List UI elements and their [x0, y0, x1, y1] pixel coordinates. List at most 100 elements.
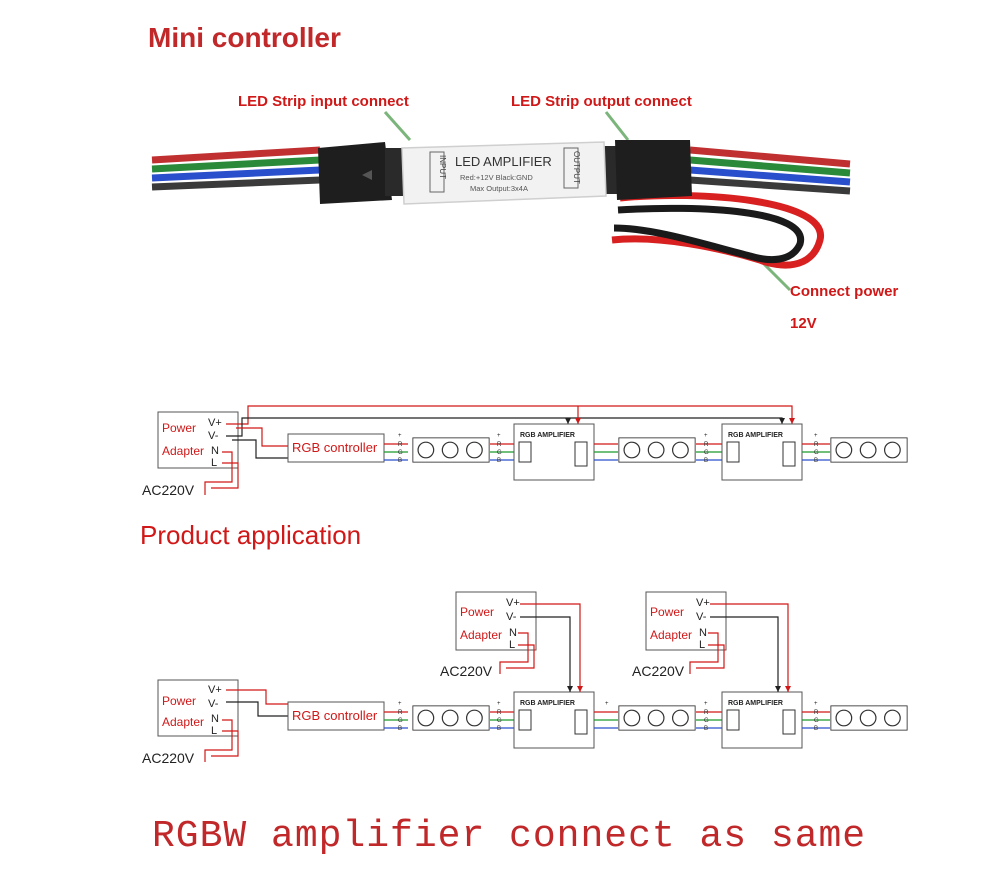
terminal-vplus: V+	[208, 417, 222, 429]
led-strip-segment-6	[830, 705, 908, 731]
channel-plus: +	[814, 701, 818, 707]
terminal-n: N	[211, 445, 219, 457]
controller2-output-wires: + R G B	[384, 701, 408, 732]
channel-plus: +	[605, 701, 609, 707]
amp2-to-strip-wires: + R G B	[802, 433, 830, 464]
power-adapter-label-2: Adapter	[162, 444, 204, 458]
device-spec-line1: Red:+12V Black:GND	[460, 173, 533, 182]
wiring-diagram-multi-supply: Power Adapter V+ V- N L AC220V RGB contr…	[142, 591, 908, 766]
controller-output-wires: + R G B	[384, 433, 408, 464]
terminal-l: L	[509, 639, 515, 651]
terminal-vminus: V-	[208, 698, 219, 710]
terminal-n: N	[211, 713, 219, 725]
main-power-adapter-label-2: Adapter	[162, 715, 204, 729]
amp4-power-adapter-label-1: Power	[650, 605, 684, 619]
terminal-n: N	[699, 627, 707, 639]
input-ribbon-cable	[151, 146, 321, 191]
output-connector	[600, 140, 692, 200]
channel-b: B	[398, 458, 402, 464]
rgb-amplifier-2: RGB AMPLIFIER	[721, 423, 803, 481]
channel-r: R	[398, 710, 403, 716]
footer-note: RGBW amplifier connect as same	[152, 815, 866, 858]
main-power-adapter-label-1: Power	[162, 694, 196, 708]
channel-g: G	[704, 450, 709, 456]
device-port-input: INPUT	[438, 155, 447, 179]
channel-plus: +	[497, 433, 501, 439]
output-pointer-icon	[604, 111, 630, 141]
power-adapter: Power Adapter V+ V- N L	[157, 411, 239, 469]
amplifier-2-label: RGB AMPLIFIER	[728, 432, 783, 439]
amplifier-3-label: RGB AMPLIFIER	[520, 700, 575, 707]
channel-g: G	[497, 718, 502, 724]
terminal-l: L	[211, 725, 217, 737]
channel-b: B	[704, 726, 708, 732]
photo-title: Mini controller	[148, 22, 341, 53]
terminal-vplus: V+	[696, 597, 710, 609]
led-strip-segment-1	[412, 437, 490, 463]
power-cable	[611, 191, 824, 269]
channel-r: R	[497, 442, 502, 448]
channel-plus: +	[497, 701, 501, 707]
amp4-power-adapter-label-2: Adapter	[650, 628, 692, 642]
amp3-power-adapter-label-1: Power	[460, 605, 494, 619]
amp4-ac-label: AC220V	[632, 663, 685, 679]
input-connector	[318, 142, 403, 204]
channel-g: G	[814, 450, 819, 456]
wiring-diagram-single-supply: Power Adapter V+ V- N L AC220V RGB contr…	[142, 405, 908, 498]
power-adapter-label-1: Power	[162, 421, 196, 435]
section-title: Product application	[140, 520, 361, 550]
power-pointer-icon	[760, 260, 792, 292]
output-connect-label: LED Strip output connect	[511, 93, 692, 110]
led-strip-segment-3	[830, 437, 908, 463]
main-power-adapter: Power Adapter V+ V- N L	[157, 679, 239, 737]
channel-r: R	[814, 710, 819, 716]
channel-b: B	[704, 458, 708, 464]
led-strip-segment-5	[618, 705, 696, 731]
input-connect-label: LED Strip input connect	[238, 93, 409, 110]
channel-plus: +	[398, 433, 402, 439]
led-strip-segment-4	[412, 705, 490, 731]
strip-to-amp4-wires: + R G B	[696, 701, 722, 732]
channel-r: R	[704, 442, 709, 448]
channel-b: B	[398, 726, 402, 732]
amp3-ac-label: AC220V	[440, 663, 493, 679]
channel-r: R	[704, 710, 709, 716]
device-port-output: OUTPUT	[572, 151, 581, 184]
amplifier-1-label: RGB AMPLIFIER	[520, 432, 575, 439]
rgb-amplifier-3: RGB AMPLIFIER	[513, 691, 595, 749]
channel-r: R	[497, 710, 502, 716]
amp3-power-adapter: Power Adapter V+ V- N L	[455, 591, 537, 651]
channel-plus: +	[704, 433, 708, 439]
rgb-controller-2	[287, 701, 385, 731]
rgb-amplifier-1: RGB AMPLIFIER	[513, 423, 595, 481]
channel-r: R	[398, 442, 403, 448]
amp3-power-adapter-label-2: Adapter	[460, 628, 502, 642]
channel-g: G	[814, 718, 819, 724]
channel-b: B	[814, 726, 818, 732]
ac-label: AC220V	[142, 482, 195, 498]
terminal-n: N	[509, 627, 517, 639]
terminal-vminus: V-	[696, 611, 707, 623]
channel-b: B	[814, 458, 818, 464]
amp1-to-strip-wires	[594, 443, 618, 461]
product-photo: Mini controller LED Strip input connect …	[148, 22, 899, 332]
rgb-controller	[287, 433, 385, 463]
channel-g: G	[497, 450, 502, 456]
channel-g: G	[398, 718, 403, 724]
terminal-l: L	[211, 457, 217, 469]
output-ribbon-cable	[689, 146, 851, 195]
input-pointer-icon	[383, 111, 412, 141]
led-strip-segment-2	[618, 437, 696, 463]
channel-plus: +	[814, 433, 818, 439]
channel-plus: +	[704, 701, 708, 707]
channel-b: B	[497, 726, 501, 732]
voltage-label: 12V	[790, 315, 817, 332]
rgb-amplifier-4: RGB AMPLIFIER	[721, 691, 803, 749]
strip-to-amp2-wires: + R G B	[696, 433, 722, 464]
channel-g: G	[398, 450, 403, 456]
terminal-vminus: V-	[208, 430, 219, 442]
channel-plus: +	[398, 701, 402, 707]
rgb-controller-2-label: RGB controller	[292, 708, 378, 723]
terminal-vplus: V+	[208, 684, 222, 696]
